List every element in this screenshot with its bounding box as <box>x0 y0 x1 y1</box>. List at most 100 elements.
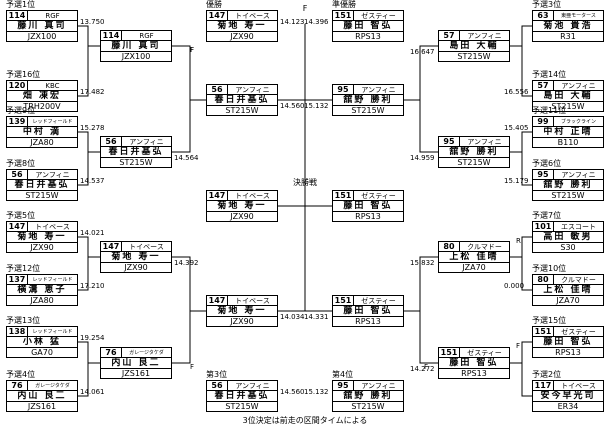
car-model: JZX90 <box>230 32 254 41</box>
seed-label: 第3位 <box>206 370 228 379</box>
driver-name: 横溝 恵子 <box>7 285 77 296</box>
section-time: 16.556 <box>504 88 529 96</box>
car-number: 151 <box>333 191 354 201</box>
driver-name: 藤川 真司 <box>101 41 171 52</box>
car-model: RPS13 <box>555 348 581 357</box>
driver-name: 内山 良二 <box>101 358 171 369</box>
team-name: トイベース <box>235 192 270 200</box>
car-number: 56 <box>207 85 228 95</box>
driver-name: 舘野 勝利 <box>333 95 403 106</box>
car-number: 95 <box>333 85 354 95</box>
car-model: ST215W <box>119 158 153 167</box>
seed-label: 予選3位 <box>532 0 562 9</box>
car-model: RPS13 <box>355 32 381 41</box>
car-model: JZX100 <box>27 32 57 41</box>
car-number: 56 <box>207 381 228 391</box>
car-number: 80 <box>533 275 554 285</box>
team-name: トイベース <box>235 297 270 305</box>
team-name: レッドフィールド <box>32 119 73 125</box>
car-model: JZX90 <box>30 243 54 252</box>
driver-name: 島田 大輔 <box>439 41 509 52</box>
seed-label: 優勝 <box>206 0 222 9</box>
flag-r-r1-4-f: F <box>516 342 521 350</box>
car-model: S30 <box>560 243 576 252</box>
car-number: 120 <box>7 81 28 91</box>
section-time: 14.959 <box>410 154 435 162</box>
car-number: 99 <box>533 117 554 127</box>
team-name: アンフィニ <box>129 138 164 146</box>
driver-name: 藤川 真司 <box>7 21 77 32</box>
seed-label: 予選14位 <box>532 70 567 79</box>
seed-label: 予選15位 <box>532 316 567 325</box>
car-number: 151 <box>333 296 354 306</box>
driver-name: 藤田 智弘 <box>333 21 403 32</box>
car-number: 114 <box>101 31 122 41</box>
team-name: トイベース <box>561 382 596 390</box>
team-name: アンフィニ <box>35 171 70 179</box>
driver-name: 安今早光司 <box>533 391 603 402</box>
seed-label: 予選8位 <box>6 159 36 168</box>
car-number: 151 <box>439 348 460 358</box>
team-name: RGF <box>139 32 154 40</box>
section-time: 14.396 <box>304 18 329 26</box>
car-model: ST215W <box>225 106 259 115</box>
car-number: 147 <box>7 222 28 232</box>
car-number: 147 <box>207 296 228 306</box>
team-name: ブラックライン <box>560 119 596 125</box>
car-number: 80 <box>439 242 460 252</box>
section-time: 13.750 <box>80 18 105 26</box>
team-name: トイベース <box>35 223 70 231</box>
section-time: 15.132 <box>304 102 329 110</box>
car-model: JZA70 <box>556 296 580 305</box>
car-model: ST215W <box>551 102 585 111</box>
section-time: 14.272 <box>410 365 435 373</box>
seed-label: 準優勝 <box>332 0 356 9</box>
team-name: エスコート <box>561 223 596 231</box>
car-number: 56 <box>7 170 28 180</box>
team-name: ゼスティー <box>361 192 396 200</box>
team-name: ゼスティー <box>561 328 596 336</box>
car-model: JZS161 <box>121 369 151 378</box>
car-number: 76 <box>101 348 122 358</box>
section-time: 16.647 <box>410 48 435 56</box>
section-time: 14.061 <box>80 388 105 396</box>
driver-name: 中村 満 <box>7 127 77 138</box>
driver-name: 春日井基弘 <box>207 95 277 106</box>
team-name: 東亜モータース <box>561 13 596 19</box>
team-name: KBC <box>45 82 60 90</box>
driver-name: 藤田 智弘 <box>333 306 403 317</box>
car-number: 95 <box>533 170 554 180</box>
car-model: R31 <box>560 32 576 41</box>
seed-label: 予選12位 <box>6 264 41 273</box>
team-name: トイベース <box>129 243 164 251</box>
car-model: JZX90 <box>124 263 148 272</box>
team-name: クルマドー <box>561 276 596 284</box>
section-time: 14.560 <box>280 388 305 396</box>
seed-label: 予選16位 <box>6 70 41 79</box>
team-name: ゼスティー <box>361 297 396 305</box>
car-model: ST215W <box>457 52 491 61</box>
section-time: 19.254 <box>80 334 105 342</box>
flag-l-r2-1-f: F <box>190 46 195 54</box>
driver-name: 舘野 勝利 <box>439 147 509 158</box>
team-name: アンフィニ <box>235 86 270 94</box>
driver-name: 藤田 智弘 <box>333 201 403 212</box>
car-number: 76 <box>7 381 28 391</box>
driver-name: 中村 正晴 <box>533 127 603 138</box>
